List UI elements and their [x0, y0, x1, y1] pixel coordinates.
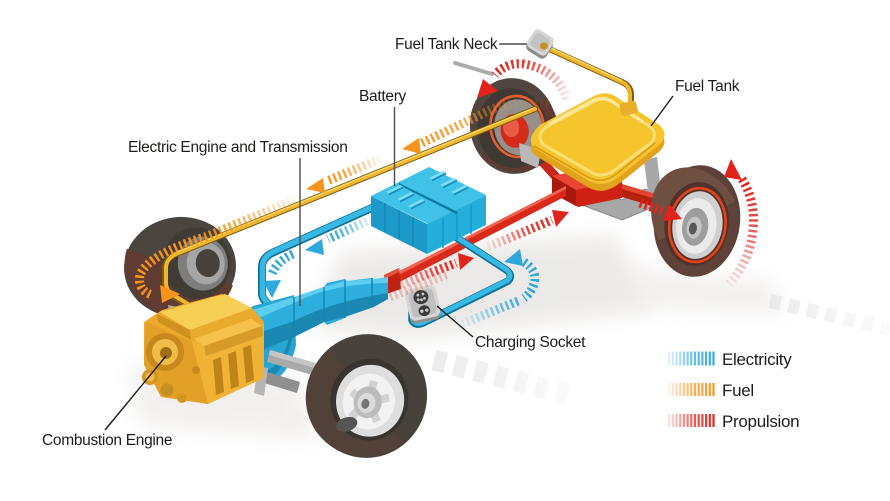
- svg-text:Propulsion: Propulsion: [722, 412, 799, 431]
- svg-text:Fuel Tank: Fuel Tank: [675, 78, 740, 95]
- svg-text:Combustion Engine: Combustion Engine: [42, 432, 172, 449]
- svg-text:Fuel Tank Neck: Fuel Tank Neck: [395, 36, 498, 53]
- svg-text:Charging Socket: Charging Socket: [475, 334, 586, 351]
- svg-text:Electric Engine and Transmissi: Electric Engine and Transmission: [128, 139, 348, 156]
- svg-text:Fuel: Fuel: [722, 381, 754, 400]
- svg-text:Electricity: Electricity: [722, 350, 792, 369]
- svg-text:Battery: Battery: [359, 88, 407, 105]
